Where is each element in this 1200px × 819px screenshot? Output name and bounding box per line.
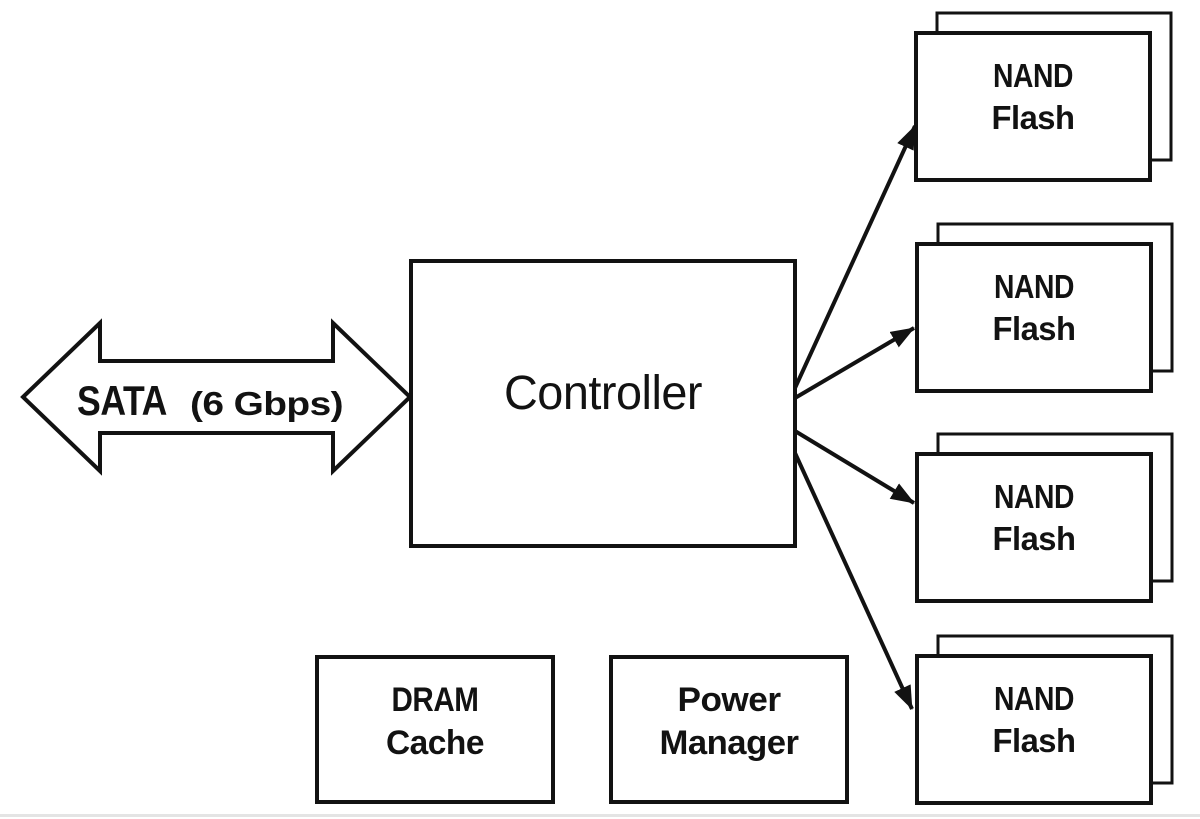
dram-cache-box — [315, 655, 555, 804]
nand-flash-group-3: NAND Flash — [915, 432, 1174, 603]
controller-to-nand3-arrow — [793, 429, 916, 505]
sata-bus-speed: (6 Gbps) — [190, 385, 343, 422]
nand-flash-2-label-line1: NAND — [994, 268, 1074, 305]
dram-cache-label-line2: Cache — [386, 724, 484, 762]
power-manager-label-line2: Manager — [660, 724, 799, 762]
power-manager-box — [609, 655, 849, 804]
dram-cache-label-line1: DRAM — [392, 681, 479, 719]
nand-flash-group-2: NAND Flash — [915, 222, 1174, 393]
dram-cache-block: DRAM Cache — [315, 655, 555, 804]
nand-flash-3-label-line2: Flash — [993, 520, 1076, 557]
nand-flash-1-box — [914, 31, 1152, 182]
nand-flash-3-box — [915, 452, 1153, 603]
nand-flash-4-label-line1: NAND — [994, 680, 1074, 717]
sata-bus: SATA (6 Gbps) — [20, 318, 413, 476]
controller-block: Controller — [409, 259, 797, 548]
nand-flash-group-1: NAND Flash — [914, 11, 1173, 182]
nand-flash-3-label-line1: NAND — [994, 478, 1074, 515]
controller-to-nand1-arrow — [793, 125, 917, 389]
sata-bus-label: SATA (6 Gbps) — [77, 377, 343, 424]
nand-flash-4-box — [915, 654, 1153, 805]
power-manager-label-line1: Power — [678, 681, 781, 719]
power-manager-block: Power Manager — [609, 655, 849, 804]
controller-to-nand4-arrow — [793, 452, 914, 710]
nand-flash-1-label-line1: NAND — [993, 57, 1073, 94]
nand-flash-2-box — [915, 242, 1153, 393]
nand-flash-1-label-line2: Flash — [992, 99, 1075, 136]
nand-flash-group-4: NAND Flash — [915, 634, 1174, 805]
controller-label: Controller — [504, 367, 703, 420]
nand-flash-4-label-line2: Flash — [993, 722, 1076, 759]
controller-box — [409, 259, 797, 548]
controller-to-nand2-arrow — [793, 326, 916, 400]
nand-flash-2-label-line2: Flash — [993, 310, 1076, 347]
sata-bus-name: SATA — [77, 377, 167, 424]
controller-to-nand-arrows — [793, 125, 917, 710]
